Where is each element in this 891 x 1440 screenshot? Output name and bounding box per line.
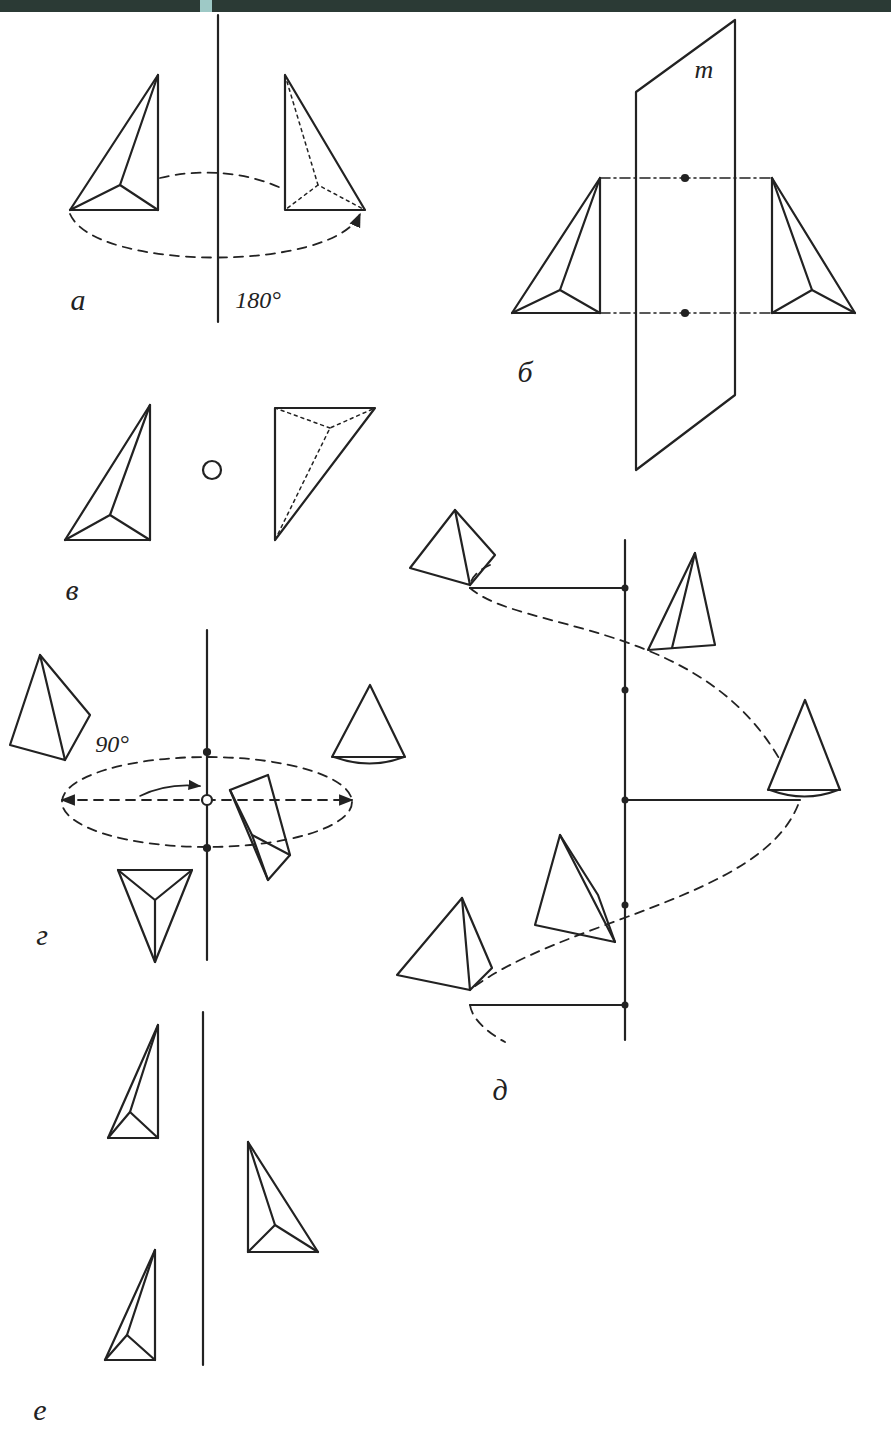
top-bar (0, 0, 891, 12)
panel-letter: б (515, 356, 534, 388)
screw-axis-panel (397, 510, 840, 1042)
plane-label: m (693, 56, 716, 84)
panel-letter: д (490, 1074, 509, 1106)
mirror-plane-panel (512, 20, 855, 470)
angle-label: 90° (93, 731, 131, 757)
rotation-axis-panel (70, 15, 365, 322)
panel-letter: е (31, 1394, 48, 1426)
angle-label: 180° (233, 287, 283, 313)
panel-letter: в (63, 574, 80, 606)
panel-letter: а (69, 284, 88, 316)
panel-letter: г (34, 919, 50, 951)
rotoinversion-panel (10, 630, 405, 962)
top-bar-accent (200, 0, 212, 12)
inversion-center-panel (65, 405, 375, 540)
glide-plane-panel (105, 1012, 318, 1365)
